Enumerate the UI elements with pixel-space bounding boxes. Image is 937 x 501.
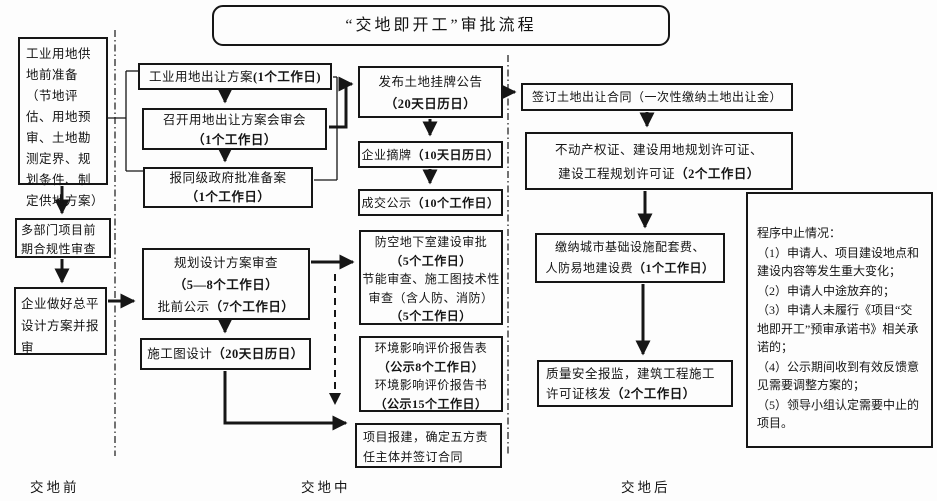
box-multi-dept-review: 多部门项目前期合规性审查 bbox=[15, 218, 111, 258]
box-text: 签订土地出让合同（一次性缴纳土地出让金） bbox=[531, 90, 782, 104]
box-text: 环境影响评价报告表 bbox=[374, 341, 488, 355]
box-text: 不动产权证、建设用地规划许可证、 bbox=[554, 143, 763, 157]
flowchart-title: “交地即开工”审批流程 bbox=[212, 5, 670, 46]
stage-label-during-delivery: 交地中 bbox=[301, 480, 351, 495]
box-duration: （1个工作日） bbox=[192, 133, 277, 147]
box-project-filing: 项目报建，确定五方责任主体并签订合同 bbox=[355, 423, 502, 468]
box-design-review: 规划设计方案审查 （5—8个工作日） 批前公示（7个工作日） bbox=[142, 248, 310, 320]
box-duration: （10天日历日） bbox=[411, 148, 500, 162]
box-duration: （20天日历日） bbox=[384, 97, 477, 111]
box-text: 规划设计方案审查 bbox=[173, 256, 278, 270]
box-text: 企业做好总平设计方案并报审 bbox=[21, 297, 100, 355]
box-gov-approval: 报同级政府批准备案 （1个工作日） bbox=[143, 167, 313, 208]
box-termination-conditions: 程序中止情况： （1）申请人、项目建设地点和建设内容等发生重大变化； （2）申请… bbox=[746, 192, 933, 448]
box-construction-drawing: 施工图设计（20天日历日） bbox=[140, 338, 311, 370]
box-duration: （2个工作日） bbox=[611, 387, 696, 401]
stage-divider-lines bbox=[114, 30, 509, 456]
box-duration: （2个工作日） bbox=[675, 167, 760, 181]
box-certificates: 不动产权证、建设用地规划许可证、 建设工程规划许可证（2个工作日） bbox=[525, 132, 793, 190]
box-text: 质量安全报监，建筑工程施工许可证核发 bbox=[546, 367, 716, 401]
box-enterprise-delisting: 企业摘牌（10天日历日） bbox=[358, 141, 503, 168]
box-text: 发布土地挂牌公告 bbox=[378, 75, 483, 89]
box-text: 工业用地出让方案 bbox=[148, 70, 253, 84]
termination-item: （1）申请人、项目建设地点和建设内容等发生重大变化； bbox=[757, 245, 920, 279]
box-text: 批前公示 bbox=[157, 300, 210, 314]
stage-label-post-delivery: 交地后 bbox=[621, 480, 671, 495]
box-duration: （公示15个工作日） bbox=[374, 396, 488, 411]
box-duration: （公示8个工作日） bbox=[377, 359, 485, 374]
box-eia-report: 环境影响评价报告表 （公示8个工作日） 环境影响评价报告书 （公示15个工作日） bbox=[359, 336, 503, 412]
box-text: 节能审查、施工图技术性 bbox=[362, 272, 500, 286]
box-text: 工业用地供地前准备（节地评估、用地预审、土地勘测定界、规划条件、制定供地方案） bbox=[26, 47, 105, 208]
box-duration: （1个工作日） bbox=[185, 190, 271, 204]
box-duration: （5—8个工作日） bbox=[173, 278, 279, 292]
box-text: 多部门项目前期合规性审查 bbox=[21, 223, 97, 256]
box-text: 缴纳城市基础设施配套费、 bbox=[554, 240, 705, 254]
box-sign-contract: 签订土地出让合同（一次性缴纳土地出让金） bbox=[521, 83, 793, 111]
box-text: 召开用地出让方案会审会 bbox=[162, 113, 306, 127]
box-duration: （7个工作日） bbox=[209, 300, 295, 314]
box-duration: (1个工作日) bbox=[252, 70, 322, 84]
box-text: 施工图设计 bbox=[147, 347, 213, 361]
box-text: 防空地下室建设审批 bbox=[374, 235, 488, 249]
box-listing-announcement: 发布土地挂牌公告 （20天日历日） bbox=[358, 66, 503, 118]
termination-item: （5）领导小组认定需要中止的项目。 bbox=[757, 397, 920, 431]
box-duration: （1个工作日） bbox=[633, 261, 715, 275]
box-text: 环境影响评价报告书 bbox=[374, 378, 488, 392]
box-enterprise-plan-submit: 企业做好总平设计方案并报审 bbox=[14, 287, 107, 355]
termination-item: （2）申请人中途放弃的； bbox=[757, 283, 896, 298]
termination-item: （3）申请人未履行《项目“交地即开工”预审承诺书》相关承诺的； bbox=[757, 303, 919, 354]
termination-item: （4）公示期间收到有效反馈意见需要调整方案的； bbox=[757, 359, 920, 393]
box-text: 审查（含人防、消防） bbox=[368, 290, 494, 305]
stage-label-pre-delivery: 交地前 bbox=[30, 480, 80, 495]
box-duration: （5个工作日） bbox=[390, 253, 472, 268]
flowchart-title-text: “交地即开工”审批流程 bbox=[345, 17, 537, 34]
box-duration: （20天日历日） bbox=[212, 347, 304, 361]
box-air-defense-approval: 防空地下室建设审批 （5个工作日） 节能审查、施工图技术性 审查（含人防、消防）… bbox=[359, 230, 503, 325]
flow-arrows bbox=[54, 76, 655, 431]
box-text: 企业摘牌 bbox=[361, 148, 412, 162]
box-land-supply-prep: 工业用地供地前准备（节地评估、用地预审、土地勘测定界、规划条件、制定供地方案） bbox=[18, 37, 108, 208]
box-infrastructure-fees: 缴纳城市基础设施配套费、 人防易地建设费（1个工作日） bbox=[535, 233, 725, 283]
box-text: 报同级政府批准备案 bbox=[169, 171, 287, 185]
termination-heading: 程序中止情况： bbox=[757, 226, 842, 240]
box-deal-publicity: 成交公示（10个工作日） bbox=[358, 189, 503, 216]
box-duration: （10个工作日） bbox=[411, 196, 500, 210]
box-text: 人防易地建设费 bbox=[545, 261, 633, 275]
box-transfer-meeting: 召开用地出让方案会审会 （1个工作日） bbox=[142, 108, 327, 150]
box-transfer-plan: 工业用地出让方案(1个工作日) bbox=[138, 63, 332, 90]
box-text: 成交公示 bbox=[361, 196, 412, 210]
box-text: 项目报建，确定五方责任主体并签订合同 bbox=[363, 430, 489, 464]
box-construction-permit: 质量安全报监，建筑工程施工许可证核发（2个工作日） bbox=[537, 360, 733, 407]
box-text: 建设工程规划许可证 bbox=[558, 167, 676, 181]
box-duration: （5个工作日） bbox=[390, 309, 472, 323]
